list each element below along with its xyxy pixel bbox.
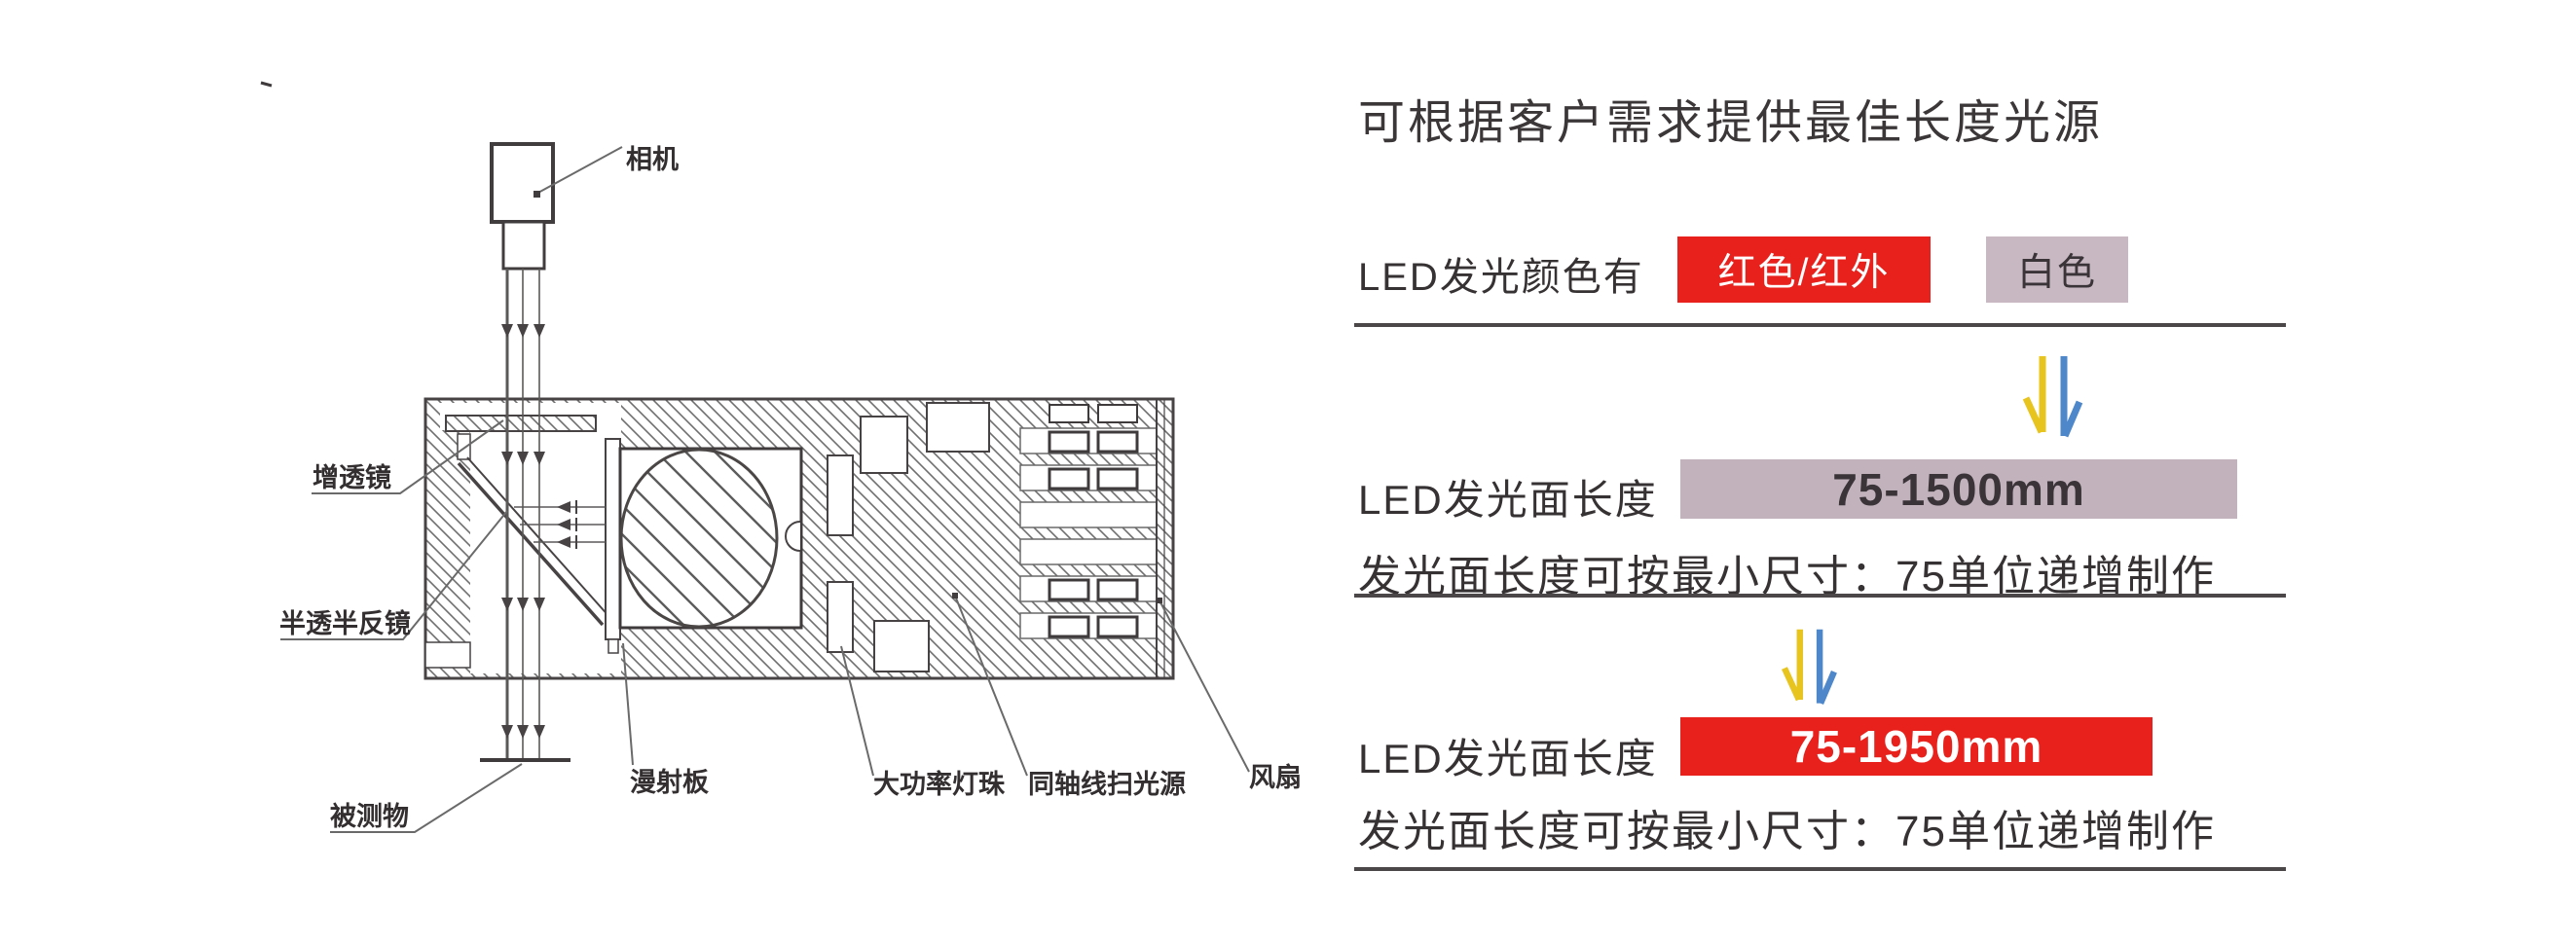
leader-lines	[280, 419, 1250, 833]
reflected-rays	[514, 500, 606, 549]
color-option-red-badge: 红色/红外	[1677, 236, 1931, 303]
range-band-1500: 75-1500mm	[1680, 459, 2237, 519]
ray-arrowheads	[501, 324, 545, 739]
diffuser-label: 漫射板	[630, 768, 709, 797]
led-length-label-2: LED发光面长度	[1358, 736, 1658, 781]
range-band-1950: 75-1950mm	[1680, 717, 2153, 776]
ar-lens-plate	[445, 415, 597, 432]
led-length-label-1: LED发光面长度	[1358, 477, 1658, 523]
lens-cell	[618, 447, 803, 630]
separator-line-1	[1354, 323, 2286, 327]
camera-leader-line	[534, 146, 623, 198]
camera-body	[490, 142, 555, 271]
page-title: 可根据客户需求提供最佳长度光源	[1358, 97, 2104, 149]
increment-note-1: 发光面长度可按最小尺寸：75单位递增制作	[1358, 553, 2216, 600]
camera-label: 相机	[626, 145, 679, 174]
coaxial-source-label: 同轴线扫光源	[1028, 770, 1186, 799]
light-rays	[505, 269, 540, 758]
optical-cavity	[424, 403, 621, 673]
separator-line-3	[1354, 867, 2286, 871]
dual-down-arrow-icon	[2022, 356, 2083, 438]
led-bead-label: 大功率灯珠	[873, 769, 1006, 799]
led-color-label: LED发光颜色有	[1358, 256, 1644, 299]
increment-note-2: 发光面长度可按最小尺寸：75单位递增制作	[1358, 808, 2216, 855]
separator-line-2	[1354, 594, 2286, 598]
stray-mark	[260, 81, 273, 88]
fan-label: 风扇	[1249, 762, 1302, 792]
lens	[619, 448, 779, 629]
beam-splitter-label: 半透半反镜	[279, 609, 411, 638]
dual-down-arrow-icon	[1782, 629, 1837, 705]
ar-lens-label: 增透镜	[313, 462, 391, 492]
fan-assembly	[1019, 399, 1165, 678]
color-option-white-badge: 白色	[1986, 236, 2128, 303]
object-label: 被测物	[330, 802, 409, 831]
diffuser-plate	[605, 438, 621, 654]
coaxial-line-scan-light-diagram: 相机 增透镜 半透半反镜 被测物 漫射板 大功率灯珠 同轴线扫光源 风扇	[260, 81, 1302, 833]
led-bead-assembly	[827, 402, 990, 672]
